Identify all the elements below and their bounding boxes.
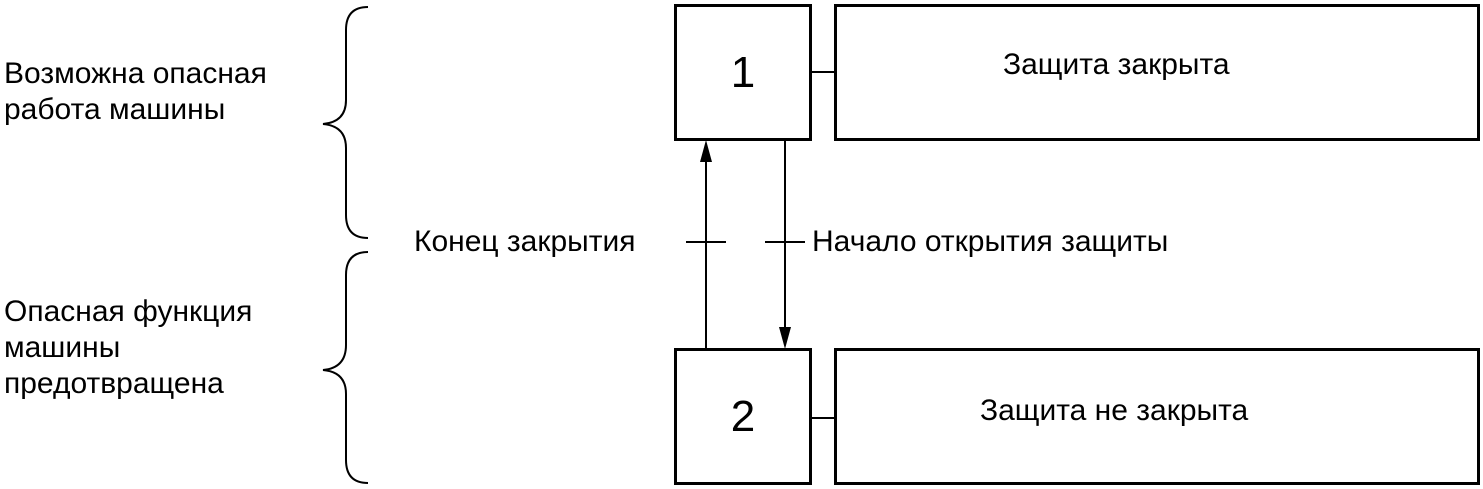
step-number-2: 2 [730,391,756,441]
action-box-1: Защита закрыта [834,4,1480,141]
label-bottom-line2: машины [4,331,121,364]
label-bottom-line1: Опасная функция [4,295,253,328]
bottom-brace [322,251,369,484]
label-top-region: Возможна опасная работа машины [4,56,267,128]
action-text-1: Защита закрыта [1003,48,1230,81]
label-bottom-line3: предотвращена [4,367,224,400]
action-text-2: Защита не закрыта [980,394,1249,427]
label-top-line2: работа машины [4,93,226,126]
transition-down-label: Начало открытия защиты [812,225,1169,258]
step-box-2: 2 [674,348,812,485]
label-top-line1: Возможна опасная [4,57,267,90]
step-box-1: 1 [674,4,812,141]
arrow-up-head [700,140,712,162]
action-box-2: Защита не закрыта [834,348,1480,485]
arrow-down-head [779,327,791,349]
top-brace [322,6,369,239]
step-number-1: 1 [730,47,756,97]
label-bottom-region: Опасная функция машины предотвращена [4,294,252,402]
transition-up-label: Конец закрытия [414,225,636,258]
